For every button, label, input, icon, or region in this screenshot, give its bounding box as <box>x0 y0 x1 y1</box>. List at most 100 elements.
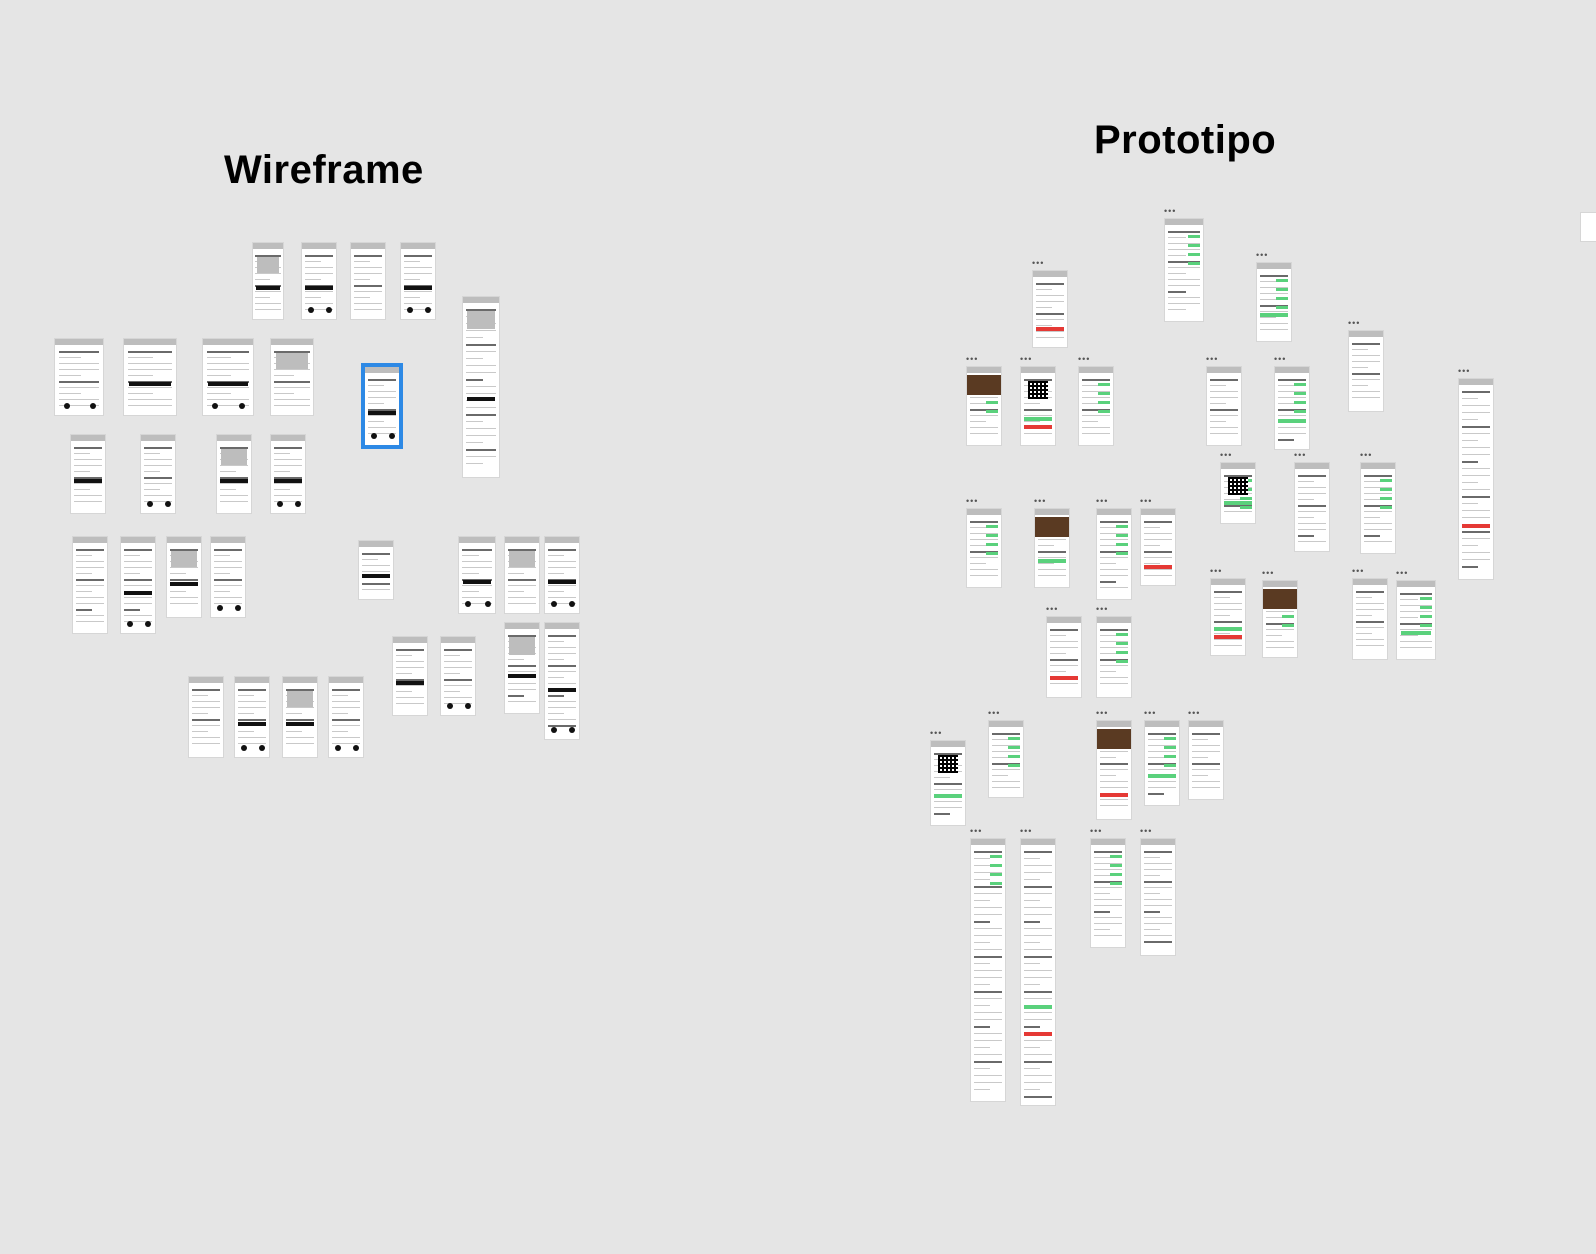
confirm-button[interactable] <box>1260 312 1288 317</box>
prototype-frame-56[interactable] <box>1096 720 1132 820</box>
toggle-icon[interactable] <box>1187 262 1200 265</box>
prototype-frame-43[interactable] <box>1096 508 1132 600</box>
fab-icon[interactable] <box>259 745 266 751</box>
frame-menu-icon[interactable]: ••• <box>1096 604 1109 614</box>
frame-menu-icon[interactable]: ••• <box>1046 604 1059 614</box>
prototype-frame-44[interactable] <box>1140 508 1176 586</box>
fab-icon[interactable] <box>465 703 472 709</box>
frame-menu-icon[interactable]: ••• <box>1220 450 1233 460</box>
primary-button[interactable] <box>462 579 492 584</box>
frame-menu-icon[interactable]: ••• <box>930 728 943 738</box>
confirm-button[interactable] <box>1400 630 1432 635</box>
fab-icon[interactable] <box>89 403 96 409</box>
wireframe-frame-14[interactable] <box>270 434 306 514</box>
prototype-frame-54[interactable] <box>930 740 966 826</box>
toggle-icon[interactable] <box>1008 764 1021 767</box>
frame-menu-icon[interactable]: ••• <box>1256 250 1269 260</box>
prototype-frame-55[interactable] <box>988 720 1024 798</box>
delete-button[interactable] <box>1214 635 1242 640</box>
frame-menu-icon[interactable]: ••• <box>1352 566 1365 576</box>
wireframe-frame-16[interactable] <box>120 536 156 634</box>
fab-icon[interactable] <box>465 601 472 607</box>
frame-menu-icon[interactable]: ••• <box>970 826 983 836</box>
toggle-icon[interactable] <box>1116 651 1129 654</box>
toggle-icon[interactable] <box>990 855 1003 858</box>
frame-menu-icon[interactable]: ••• <box>966 496 979 506</box>
primary-button[interactable] <box>396 681 424 685</box>
primary-button[interactable] <box>208 381 248 386</box>
toggle-icon[interactable] <box>1098 392 1111 395</box>
prototype-frame-41[interactable] <box>966 508 1002 588</box>
wireframe-frame-22[interactable] <box>544 536 580 614</box>
fab-icon[interactable] <box>569 601 576 607</box>
fab-icon[interactable] <box>326 307 333 313</box>
fab-icon[interactable] <box>217 605 224 611</box>
prototype-frame-40[interactable] <box>1458 378 1494 580</box>
prototype-frame-59[interactable] <box>970 838 1006 1102</box>
toggle-icon[interactable] <box>1110 864 1123 867</box>
toggle-icon[interactable] <box>1276 297 1289 300</box>
wireframe-frame-3[interactable] <box>350 242 386 320</box>
frame-menu-icon[interactable]: ••• <box>1020 826 1033 836</box>
toggle-icon[interactable] <box>1008 746 1021 749</box>
fab-icon[interactable] <box>425 307 432 313</box>
frame-menu-icon[interactable]: ••• <box>1020 354 1033 364</box>
wireframe-frame-5[interactable] <box>462 296 500 478</box>
prototype-frame-52[interactable] <box>1046 616 1082 698</box>
fab-icon[interactable] <box>353 745 360 751</box>
primary-button[interactable] <box>362 574 390 578</box>
toggle-icon[interactable] <box>1008 737 1021 740</box>
toggle-icon[interactable] <box>1282 624 1295 627</box>
toggle-icon[interactable] <box>1276 279 1289 282</box>
confirm-button[interactable] <box>1278 419 1306 424</box>
fab-icon[interactable] <box>551 601 558 607</box>
toggle-icon[interactable] <box>1419 606 1432 609</box>
toggle-icon[interactable] <box>1164 764 1177 767</box>
toggle-icon[interactable] <box>986 552 999 555</box>
toggle-icon[interactable] <box>1116 552 1129 555</box>
fab-icon[interactable] <box>127 621 134 627</box>
toggle-icon[interactable] <box>1419 615 1432 618</box>
toggle-icon[interactable] <box>1419 597 1432 600</box>
toggle-icon[interactable] <box>1110 873 1123 876</box>
fab-icon[interactable] <box>389 433 396 439</box>
toggle-icon[interactable] <box>1164 746 1177 749</box>
toggle-icon[interactable] <box>990 873 1003 876</box>
wireframe-frame-12[interactable] <box>140 434 176 514</box>
prototype-frame-51[interactable] <box>1396 580 1436 660</box>
prototype-frame-57[interactable] <box>1144 720 1180 806</box>
frame-menu-icon[interactable]: ••• <box>1096 496 1109 506</box>
confirm-button[interactable] <box>1148 774 1176 779</box>
primary-button[interactable] <box>256 285 280 290</box>
fab-icon[interactable] <box>371 433 378 439</box>
primary-button[interactable] <box>124 590 152 595</box>
frame-menu-icon[interactable]: ••• <box>1096 708 1109 718</box>
fab-icon[interactable] <box>147 501 154 507</box>
toggle-icon[interactable] <box>986 543 999 546</box>
prototype-frame-61[interactable] <box>1090 838 1126 948</box>
wireframe-frame-29[interactable] <box>282 676 318 758</box>
prototype-frame-42[interactable] <box>1034 508 1070 588</box>
fab-icon[interactable] <box>308 307 315 313</box>
frame-menu-icon[interactable]: ••• <box>1348 318 1361 328</box>
frame-menu-icon[interactable]: ••• <box>1206 354 1219 364</box>
toggle-icon[interactable] <box>1380 488 1393 491</box>
fab-icon[interactable] <box>551 727 558 733</box>
wireframe-frame-1[interactable] <box>252 242 284 320</box>
frame-menu-icon[interactable]: ••• <box>1210 566 1223 576</box>
confirm-button[interactable] <box>934 794 962 799</box>
toggle-icon[interactable] <box>1116 543 1129 546</box>
primary-button[interactable] <box>508 673 536 678</box>
offscreen-frame[interactable] <box>1580 212 1596 242</box>
prototype-frame-47[interactable] <box>1360 462 1396 554</box>
toggle-icon[interactable] <box>1380 497 1393 500</box>
primary-button[interactable] <box>274 479 302 483</box>
prototype-frame-33[interactable] <box>1256 262 1292 342</box>
prototype-frame-37[interactable] <box>1078 366 1114 446</box>
wireframe-frame-26[interactable] <box>544 622 580 740</box>
toggle-icon[interactable] <box>1419 624 1432 627</box>
primary-button[interactable] <box>238 722 266 727</box>
toggle-icon[interactable] <box>1380 506 1393 509</box>
prototype-frame-49[interactable] <box>1262 580 1298 658</box>
fab-icon[interactable] <box>241 745 248 751</box>
